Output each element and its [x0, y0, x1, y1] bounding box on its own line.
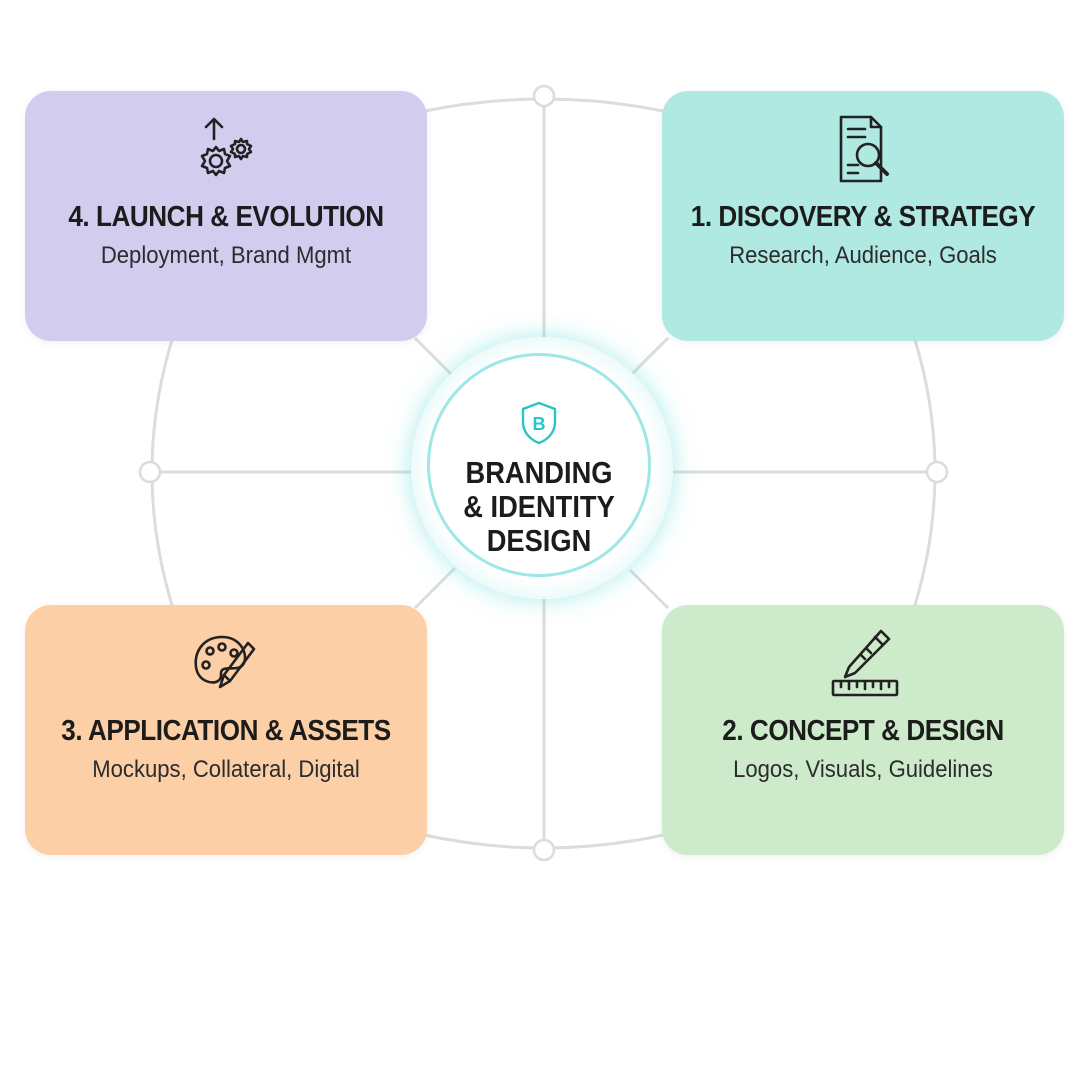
center-title-line: & IDENTITY: [463, 489, 615, 524]
center-title-line: BRANDING: [465, 455, 613, 490]
center-title-line: DESIGN: [486, 523, 592, 558]
stage-card-concept: 2. CONCEPT & DESIGN Logos, Visuals, Guid…: [662, 605, 1064, 855]
palette-brush-icon: [186, 623, 266, 703]
center-hub-ring: B BRANDING & IDENTITY DESIGN: [427, 353, 651, 577]
stage-subtitle: Deployment, Brand Mgmt: [100, 242, 352, 269]
stage-card-discovery: 1. DISCOVERY & STRATEGY Research, Audien…: [662, 91, 1064, 341]
stage-card-application: 3. APPLICATION & ASSETS Mockups, Collate…: [25, 605, 427, 855]
connector-node-bottom: [532, 838, 556, 862]
document-search-icon: [823, 109, 903, 189]
center-hub: B BRANDING & IDENTITY DESIGN: [411, 337, 673, 599]
connector-node-top: [532, 84, 556, 108]
connector-node-right: [925, 460, 949, 484]
connector-diagonal-tr: [628, 336, 670, 378]
stage-title: 4. LAUNCH & EVOLUTION: [68, 201, 384, 233]
stage-title: 1. DISCOVERY & STRATEGY: [690, 201, 1036, 233]
connector-diagonal-tl: [413, 336, 457, 380]
stage-title: 2. CONCEPT & DESIGN: [722, 715, 1004, 747]
stage-subtitle: Logos, Visuals, Guidelines: [733, 756, 993, 783]
stage-subtitle: Mockups, Collateral, Digital: [92, 756, 360, 783]
shield-letter: B: [533, 414, 546, 434]
stage-title: 3. APPLICATION & ASSETS: [61, 715, 391, 747]
stage-card-launch: 4. LAUNCH & EVOLUTION Deployment, Brand …: [25, 91, 427, 341]
connector-diagonal-bl: [413, 566, 457, 610]
connector-node-left: [138, 460, 162, 484]
stage-subtitle: Research, Audience, Goals: [729, 242, 997, 269]
shield-b-icon: B: [521, 401, 557, 445]
connector-diagonal-br: [628, 568, 670, 610]
pencil-ruler-icon: [823, 623, 903, 703]
center-title: BRANDING & IDENTITY DESIGN: [443, 456, 635, 558]
gears-arrow-up-icon: [186, 109, 266, 189]
